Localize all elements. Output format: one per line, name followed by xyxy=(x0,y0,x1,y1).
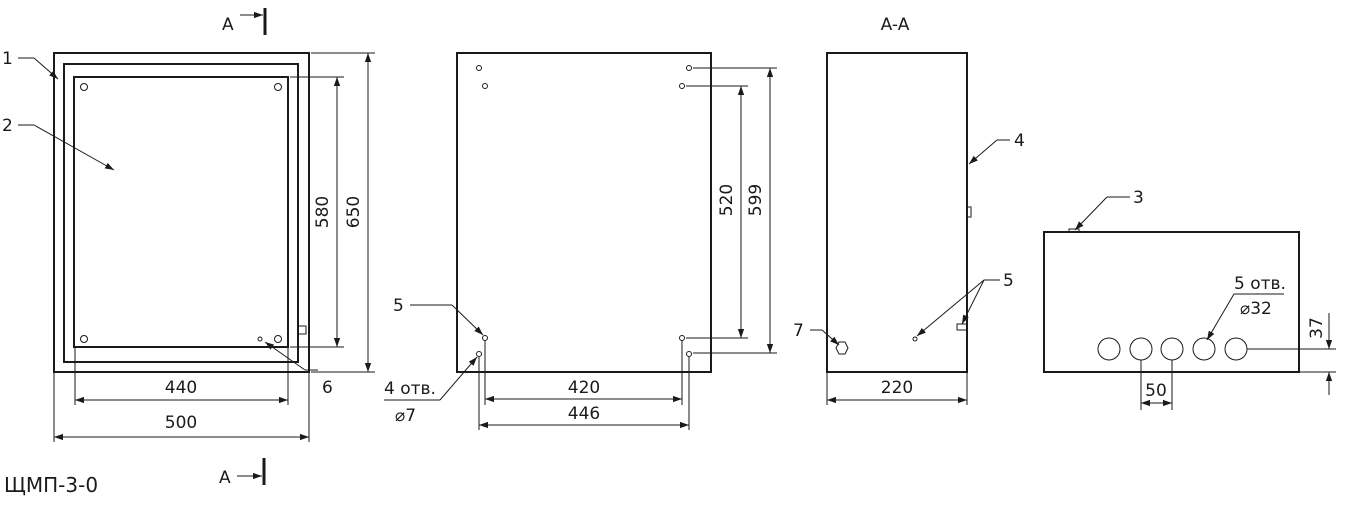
cable-entry-hole xyxy=(1097,337,1121,361)
leader-arrow-5a xyxy=(916,279,985,337)
section-mark-top: A xyxy=(222,8,267,35)
bottom-hinge xyxy=(1068,228,1080,233)
leader-arrow-1 xyxy=(33,57,59,80)
mount-hole xyxy=(476,351,482,357)
ground-bolt xyxy=(912,336,918,342)
panel-screw xyxy=(274,83,282,91)
cable-gland xyxy=(835,341,849,355)
door-frame xyxy=(63,63,299,363)
panel-screw xyxy=(274,335,282,343)
callout-1: 1 xyxy=(2,49,13,69)
holes-note-count-bottom: 5 отв. xyxy=(1234,274,1286,294)
leader-arrow-holes-bottom xyxy=(1206,293,1235,341)
mount-hole xyxy=(686,351,692,357)
dim-label-420: 420 xyxy=(568,378,600,398)
dim-label-220: 220 xyxy=(881,378,913,398)
door-lock xyxy=(297,325,307,335)
leader-arrow-2 xyxy=(33,124,115,171)
leader-arrow-5 xyxy=(451,304,484,336)
section-letter-top: A xyxy=(222,15,234,35)
cable-entry-hole xyxy=(1129,337,1153,361)
section-letter-bottom: A xyxy=(219,468,231,488)
dim-label-580: 580 xyxy=(313,196,333,228)
cable-entry-hole xyxy=(1224,337,1248,361)
holes-note-diameter: ⌀7 xyxy=(395,406,416,426)
mount-hole xyxy=(679,83,685,89)
dim-label-446: 446 xyxy=(568,404,600,424)
dim-label-500: 500 xyxy=(165,413,197,433)
section-view-title: A-A xyxy=(881,15,910,35)
dim-label-440: 440 xyxy=(165,378,197,398)
product-code: ЩМП-3-0 xyxy=(4,473,98,497)
callout-2: 2 xyxy=(2,116,13,136)
leader-arrow-7 xyxy=(821,329,840,346)
holes-note-diameter-bottom: ⌀32 xyxy=(1240,299,1272,319)
mount-hole xyxy=(482,335,488,341)
dim-label-37: 37 xyxy=(1307,317,1327,339)
callout-6: 6 xyxy=(322,378,333,398)
callout-5-side: 5 xyxy=(1003,271,1014,291)
callout-4: 4 xyxy=(1014,131,1025,151)
leader-arrow-5b xyxy=(961,279,985,325)
callout-5-back: 5 xyxy=(393,296,404,316)
dim-label-650: 650 xyxy=(344,196,364,228)
leader-arrow-6 xyxy=(264,341,306,371)
dim-label-50: 50 xyxy=(1145,381,1167,401)
ground-bolt xyxy=(257,336,263,342)
bottom-view: 3 5 отв. ⌀32 50 37 xyxy=(1043,188,1336,410)
leader-arrow-3 xyxy=(1074,196,1108,231)
holes-note-count: 4 отв. xyxy=(384,379,436,399)
back-panel-outline xyxy=(456,52,712,373)
cable-entry-hole xyxy=(1160,337,1184,361)
mount-hole xyxy=(686,65,692,71)
hinge xyxy=(966,206,972,218)
section-mark-bottom: A xyxy=(219,458,266,488)
side-view: A-A 4 5 7 220 xyxy=(793,15,1025,405)
side-lock xyxy=(956,323,968,331)
mounting-panel xyxy=(73,76,289,348)
callout-3: 3 xyxy=(1133,188,1144,208)
front-view: 1 2 6 440 500 580 650 ЩМП-3-0 xyxy=(2,49,375,497)
cable-entry-hole xyxy=(1192,337,1216,361)
panel-screw xyxy=(80,335,88,343)
mount-hole xyxy=(482,83,488,89)
dim-label-599: 599 xyxy=(746,184,766,216)
cabinet-outline xyxy=(53,52,310,373)
mount-hole xyxy=(679,335,685,341)
dim-label-520: 520 xyxy=(717,184,737,216)
panel-screw xyxy=(80,83,88,91)
mount-hole xyxy=(476,65,482,71)
callout-7: 7 xyxy=(793,321,804,341)
side-outline xyxy=(826,52,968,373)
back-view: 5 4 отв. ⌀7 420 446 520 599 xyxy=(384,52,777,430)
leader-arrow-holes xyxy=(439,356,478,401)
leader-arrow-4 xyxy=(968,139,998,165)
